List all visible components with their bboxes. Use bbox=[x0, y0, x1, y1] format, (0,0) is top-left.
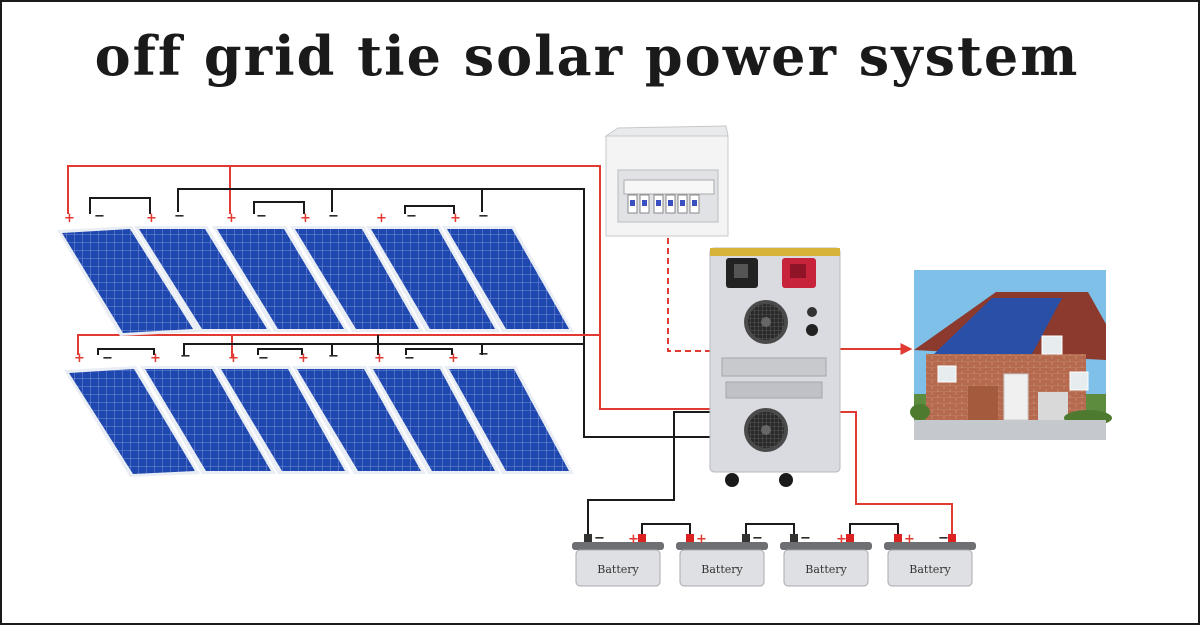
minus-sign-icon: − bbox=[256, 209, 267, 224]
solar-panel bbox=[366, 226, 500, 332]
solar-array-lower bbox=[64, 366, 574, 477]
battery: Battery bbox=[572, 534, 664, 587]
battery-jumper-1 bbox=[641, 523, 691, 540]
jumper-upper-3 bbox=[404, 205, 455, 214]
minus-sign-icon: − bbox=[180, 349, 191, 364]
battery-label: Battery bbox=[701, 563, 743, 576]
cooling-fan-icon bbox=[744, 408, 788, 452]
jumper-upper-1 bbox=[89, 197, 151, 214]
solar-panel bbox=[292, 366, 426, 474]
jumper-lower-2 bbox=[257, 348, 303, 355]
solar-panel bbox=[290, 226, 424, 332]
positive-wire-lower-main bbox=[77, 334, 600, 355]
inverter bbox=[709, 247, 841, 487]
plus-sign-icon: + bbox=[696, 532, 707, 547]
polarity-signs-lower: + − + − + − + − + − + − bbox=[74, 347, 489, 366]
solar-panel bbox=[57, 226, 198, 336]
minus-sign-icon: − bbox=[328, 349, 339, 364]
jumper-upper-2 bbox=[253, 201, 305, 214]
minus-sign-icon: − bbox=[328, 209, 339, 224]
solar-panel bbox=[64, 366, 200, 477]
minus-sign-icon: − bbox=[174, 209, 185, 224]
minus-sign-icon: − bbox=[594, 531, 605, 546]
plus-sign-icon: + bbox=[628, 532, 639, 547]
plus-sign-icon: + bbox=[150, 351, 161, 366]
minus-sign-icon: − bbox=[406, 209, 417, 224]
battery-label: Battery bbox=[597, 563, 639, 576]
plus-sign-icon: + bbox=[376, 211, 387, 226]
minus-sign-icon: − bbox=[752, 531, 763, 546]
solar-panel bbox=[212, 226, 349, 332]
plus-sign-icon: + bbox=[228, 351, 239, 366]
battery-bank: Battery Battery Battery Ba bbox=[572, 531, 976, 587]
jumper-lower-1 bbox=[97, 348, 155, 355]
plus-sign-icon: + bbox=[450, 211, 461, 226]
battery-label: Battery bbox=[805, 563, 847, 576]
minus-sign-icon: − bbox=[94, 209, 105, 224]
diagram-title: off grid tie solar power system bbox=[94, 24, 1080, 88]
solar-panel bbox=[442, 226, 574, 332]
minus-sign-icon: − bbox=[938, 531, 949, 546]
distribution-box bbox=[604, 125, 729, 237]
battery-label: Battery bbox=[909, 563, 951, 576]
plus-sign-icon: + bbox=[836, 532, 847, 547]
battery: Battery bbox=[884, 534, 976, 587]
plus-sign-icon: + bbox=[146, 211, 157, 226]
minus-sign-icon: − bbox=[404, 351, 415, 366]
plus-sign-icon: + bbox=[64, 211, 75, 226]
minus-sign-icon: − bbox=[800, 531, 811, 546]
lower-bus-right bbox=[331, 335, 483, 355]
plus-sign-icon: + bbox=[904, 532, 915, 547]
plus-sign-icon: + bbox=[374, 351, 385, 366]
positive-wire-upper-main bbox=[67, 165, 714, 410]
plus-sign-icon: + bbox=[298, 351, 309, 366]
house-photo bbox=[910, 270, 1112, 440]
negative-wire-lower-bus bbox=[183, 343, 584, 355]
circuit-breakers bbox=[627, 194, 700, 214]
minus-sign-icon: − bbox=[478, 209, 489, 224]
battery: Battery bbox=[780, 534, 872, 587]
solar-panel bbox=[216, 366, 350, 474]
solar-panel bbox=[140, 366, 276, 474]
battery-jumper-3 bbox=[849, 523, 899, 540]
battery: Battery bbox=[676, 534, 768, 587]
solar-panel bbox=[368, 366, 500, 474]
solar-array-upper bbox=[57, 226, 574, 336]
cooling-fan-icon bbox=[744, 300, 788, 344]
battery-polarity-signs: − + + − − + + − bbox=[594, 531, 949, 547]
minus-sign-icon: − bbox=[478, 347, 489, 362]
solar-panel bbox=[134, 226, 272, 332]
jumper-lower-3 bbox=[405, 348, 453, 355]
minus-sign-icon: − bbox=[102, 351, 113, 366]
plus-sign-icon: + bbox=[448, 351, 459, 366]
battery-jumper-2 bbox=[745, 523, 795, 540]
polarity-signs-upper: + − + − + − + − + − + − bbox=[64, 209, 489, 226]
minus-sign-icon: − bbox=[258, 351, 269, 366]
plus-sign-icon: + bbox=[74, 351, 85, 366]
solar-panel bbox=[444, 366, 574, 474]
plus-sign-icon: + bbox=[300, 211, 311, 226]
plus-sign-icon: + bbox=[226, 211, 237, 226]
